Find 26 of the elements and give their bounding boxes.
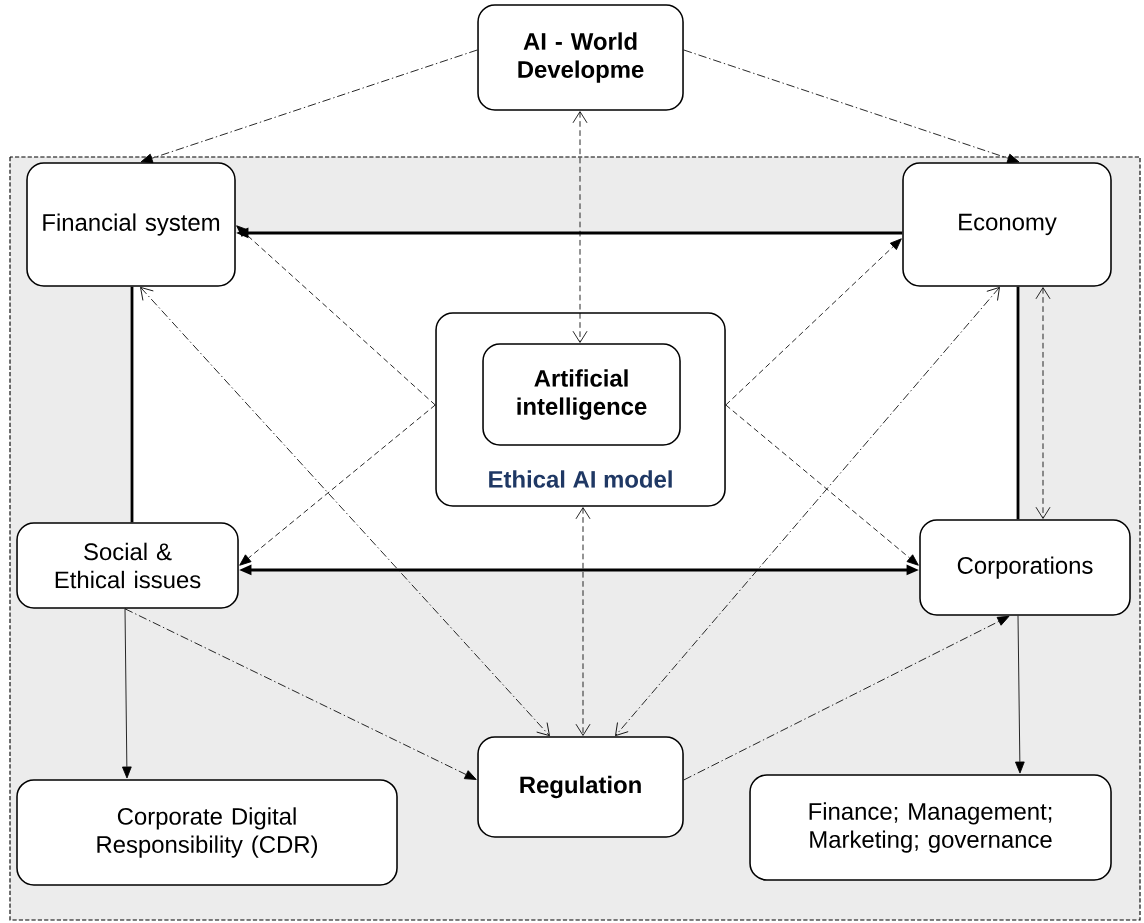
process-box: Economy [902,162,1112,287]
arrow [725,404,919,566]
arrow [236,225,436,406]
process-box: AI - World Developme [477,4,684,111]
arrow [140,286,550,737]
arrow [124,608,477,780]
arrow [572,111,588,343]
arrow [1035,287,1051,519]
arrow [683,49,1020,163]
arrow [683,615,1010,781]
arrow [575,507,591,736]
process-box: Regulation [477,736,684,838]
connector-line [1016,286,1020,520]
arrow [239,404,436,566]
arrow [122,608,132,779]
arrow [1015,615,1025,774]
process-box: Finance; Management; Marketing; governance [749,774,1112,881]
arrow [615,286,1000,737]
arrow [140,49,478,163]
process-box: Corporations [919,519,1131,616]
arrow [725,238,902,406]
process-box: Artificial intelligence [482,343,681,446]
process-box: Social & Ethical issues [16,522,239,609]
connector-line [130,286,134,523]
process-box: Financial system [26,162,236,287]
process-box: Corporate Digital Responsibility (CDR) [16,779,398,886]
